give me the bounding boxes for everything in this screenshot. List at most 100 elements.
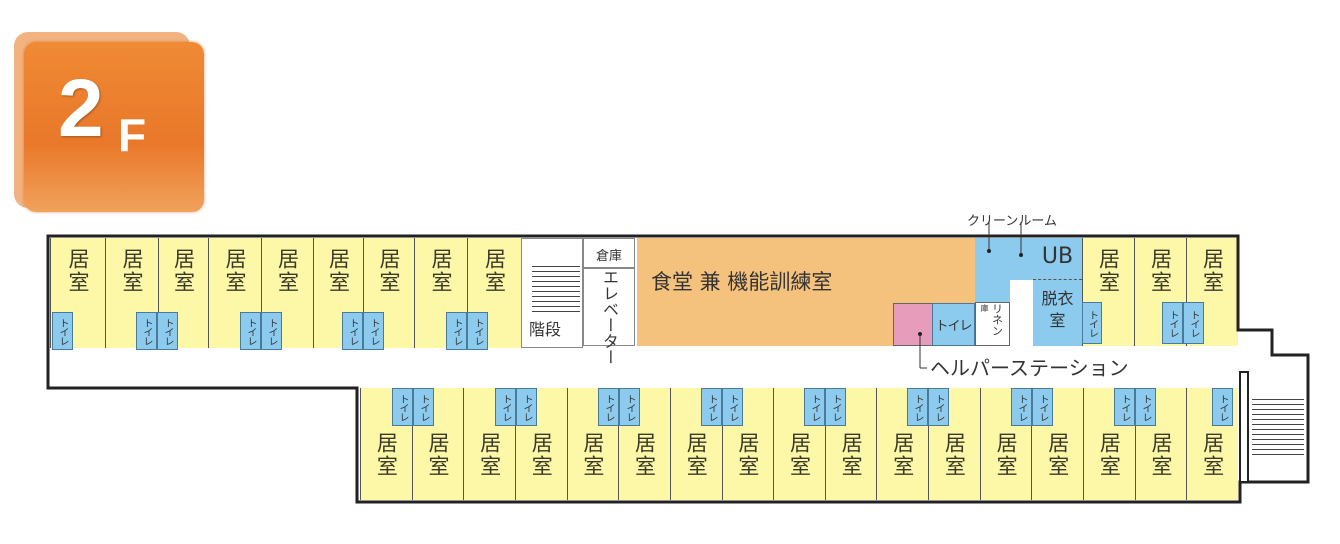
dressing-room-label: 脱衣室 <box>1041 289 1074 330</box>
toilet-label: トイレ <box>500 393 511 421</box>
resident-room: 居室 <box>1134 388 1187 500</box>
resident-room-label: 居室 <box>1096 248 1121 294</box>
toilet: トイレ <box>392 388 413 426</box>
toilet: トイレ <box>363 312 384 350</box>
toilet: トイレ <box>52 312 73 350</box>
toilet: トイレ <box>1032 388 1053 426</box>
toilet-label: トイレ <box>1217 393 1228 421</box>
toilet: トイレ <box>1183 302 1204 344</box>
resident-room-label: 居室 <box>429 248 453 294</box>
toilet-label: トイレ <box>1140 393 1151 421</box>
linen-room: 庫リネン <box>975 302 1010 346</box>
toilet: トイレ <box>1082 302 1102 344</box>
resident-room-label: 居室 <box>477 432 502 478</box>
resident-room-label: 居室 <box>425 432 450 478</box>
resident-room-label: 居室 <box>223 248 247 294</box>
toilet-label: トイレ <box>245 317 256 345</box>
toilet-label: トイレ <box>603 393 614 421</box>
stairs <box>532 262 580 312</box>
toilet: トイレ <box>516 388 537 426</box>
unit-bath-label: UB <box>1041 244 1074 269</box>
toilet-label: トイレ <box>1086 309 1098 337</box>
toilet: トイレ <box>932 303 975 346</box>
toilet: トイレ <box>413 388 434 426</box>
dressing-room: 脱衣室 <box>1033 280 1082 346</box>
resident-room-label: 居室 <box>684 432 709 478</box>
resident-room-label: 居室 <box>735 432 760 478</box>
resident-room-label: 居室 <box>120 248 144 294</box>
clean-room <box>975 238 1010 302</box>
toilet: トイレ <box>907 388 928 426</box>
toilet: トイレ <box>495 388 516 426</box>
toilet-label: トイレ <box>266 317 277 345</box>
toilet-label: トイレ <box>1016 393 1027 421</box>
resident-room-label: 居室 <box>787 432 812 478</box>
resident-room-label: 居室 <box>580 432 605 478</box>
toilet-label: トイレ <box>1037 393 1048 421</box>
toilet: トイレ <box>261 312 282 350</box>
toilet: トイレ <box>157 312 178 350</box>
resident-room-label: 居室 <box>1200 432 1225 478</box>
floor-badge <box>24 42 204 212</box>
helper-station-label: ヘルパーステーション <box>930 352 1190 380</box>
dining-room-label: 食堂 兼 機能訓練室 <box>651 270 833 294</box>
toilet: トイレ <box>1162 302 1183 344</box>
toilet-label: トイレ <box>1119 393 1130 421</box>
storage-label-label: 倉庫 <box>595 249 622 264</box>
toilet-label: トイレ <box>451 317 462 345</box>
toilet-label: トイレ <box>418 393 429 421</box>
resident-room-label: 居室 <box>890 432 915 478</box>
resident-room: 居室 <box>773 388 825 500</box>
resident-room-label: 居室 <box>994 432 1019 478</box>
clean-room <box>1010 238 1033 280</box>
toilet: トイレ <box>342 312 363 350</box>
toilet-label: トイレ <box>347 317 358 345</box>
unit-bath: UB <box>1033 238 1082 280</box>
resident-room-label: 居室 <box>171 248 196 294</box>
toilet-label: トイレ <box>933 393 944 421</box>
toilet-label: トイレ <box>397 393 408 421</box>
floor-suffix: F <box>118 109 147 161</box>
resident-room-label: 居室 <box>1148 248 1173 294</box>
toilet-label: トイレ <box>472 317 483 345</box>
toilet: トイレ <box>1135 388 1156 426</box>
floor-number: 2 <box>58 63 104 154</box>
toilet: トイレ <box>825 388 846 426</box>
stairs-label: 階段 <box>529 316 579 339</box>
resident-room-label: 居室 <box>1045 432 1070 478</box>
resident-room: 居室 <box>1031 388 1084 500</box>
resident-room-label: 居室 <box>529 432 554 478</box>
toilet: トイレ <box>136 312 157 350</box>
resident-room-label: 居室 <box>839 432 864 478</box>
toilet: トイレ <box>804 388 825 426</box>
toilet-label: トイレ <box>141 317 152 345</box>
elevator-label: エレベーター <box>600 269 619 365</box>
resident-room-label: 居室 <box>275 248 300 294</box>
toilet: トイレ <box>619 388 640 426</box>
toilet-label: トイレ <box>1167 309 1178 337</box>
toilet: トイレ <box>928 388 949 426</box>
elevator: エレベーター <box>583 268 635 365</box>
resident-room-label: 居室 <box>942 432 967 478</box>
toilet-label: トイレ <box>727 393 738 421</box>
helper-station <box>893 303 933 346</box>
toilet-label: トイレ <box>935 319 972 334</box>
resident-room-label: 居室 <box>482 248 507 294</box>
toilet: トイレ <box>240 312 261 350</box>
resident-room: 居室 <box>158 238 208 348</box>
resident-room-label: 居室 <box>1149 432 1174 478</box>
storage-label: 倉庫 <box>583 238 635 268</box>
resident-room-label: 居室 <box>374 432 399 478</box>
toilet-label: トイレ <box>368 317 379 345</box>
toilet: トイレ <box>722 388 743 426</box>
toilet: トイレ <box>701 388 722 426</box>
toilet: トイレ <box>1011 388 1032 426</box>
toilet-label: トイレ <box>1188 309 1199 337</box>
resident-room-label: 居室 <box>66 248 90 294</box>
linen-label: リネン <box>990 303 1004 336</box>
toilet-label: トイレ <box>912 393 923 421</box>
resident-room-label: 居室 <box>632 432 657 478</box>
resident-room-label: 居室 <box>326 248 351 294</box>
resident-room-label: 居室 <box>1200 248 1225 294</box>
